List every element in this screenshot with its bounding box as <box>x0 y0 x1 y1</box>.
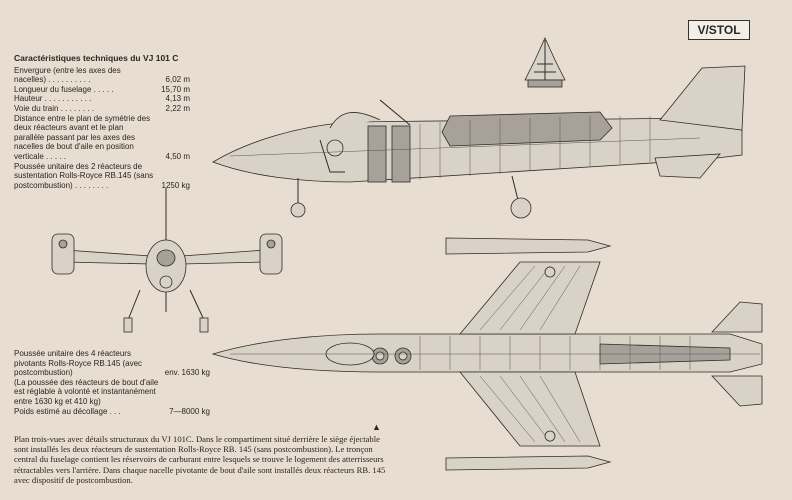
specs-block: Caractéristiques techniques du VJ 101 C … <box>14 53 190 191</box>
spec-label: Hauteur . . . . . . . . . . . <box>14 94 92 104</box>
specs-title: Caractéristiques techniques du VJ 101 C <box>14 53 179 63</box>
spec-row: Envergure (entre les axes des <box>14 66 190 76</box>
spec-value <box>186 66 190 76</box>
specs-block-2: Poussée unitaire des 4 réacteurs pivotan… <box>14 349 210 416</box>
top-inlet-view <box>524 37 566 88</box>
spec-row: nacelles) . . . . . . . . . . 6,02 m <box>14 75 190 85</box>
vstol-badge: V/STOL <box>688 20 750 40</box>
pivot-thrust-label: Poussée unitaire des 4 réacteurs pivotan… <box>14 349 143 378</box>
pivot-thrust-value: env. 1630 kg <box>164 368 210 378</box>
weight-value: 7—8000 kg <box>169 406 210 416</box>
pivot-thrust-row: Poussée unitaire des 4 réacteurs pivotan… <box>14 349 210 378</box>
spec-row: Voie du train . . . . . . . . 2,22 m <box>14 104 190 114</box>
thrust-row: Poussée unitaire des 2 réacteurs de sust… <box>14 162 190 191</box>
spec-value: 2,22 m <box>165 103 190 113</box>
spec-value: 15,70 m <box>161 84 190 94</box>
weight-row: Poids estimé au décollage . . . 7—8000 k… <box>14 407 210 417</box>
thrust-value: 1250 kg <box>161 180 190 190</box>
spec-value: 6,02 m <box>165 75 190 85</box>
weight-label: Poids estimé au décollage . . . <box>14 406 121 416</box>
spec-value: 4,13 m <box>165 94 190 104</box>
spec-row: Longueur du fuselage . . . . . 15,70 m <box>14 85 190 95</box>
figure-caption: Plan trois-vues avec détails structuraux… <box>14 434 386 485</box>
thrust-label: Poussée unitaire des 2 réacteurs de sust… <box>14 161 154 190</box>
spec-label: nacelles) . . . . . . . . . . <box>14 75 91 85</box>
marker-triangle: ▲ <box>372 422 381 432</box>
distance-value: 4,50 m <box>165 151 190 161</box>
spec-row: Hauteur . . . . . . . . . . . 4,13 m <box>14 94 190 104</box>
plan-view <box>211 237 763 471</box>
front-view <box>51 188 283 333</box>
distance-row: Distance entre le plan de symétrie des d… <box>14 114 190 162</box>
side-view <box>212 65 746 219</box>
distance-label: Distance entre le plan de symétrie des d… <box>14 113 151 161</box>
spec-label: Longueur du fuselage . . . . . <box>14 84 114 94</box>
thrust-note: (La poussée des réacteurs de bout d'aile… <box>14 377 159 406</box>
spec-label: Voie du train . . . . . . . . <box>14 103 95 113</box>
spec-label: Envergure (entre les axes des <box>14 65 121 75</box>
